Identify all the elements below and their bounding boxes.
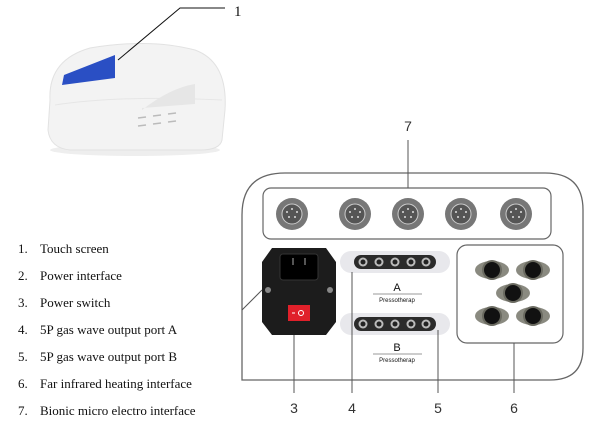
power-module xyxy=(262,248,336,335)
legend-text: Touch screen xyxy=(40,241,109,256)
legend-text: 5P gas wave output port B xyxy=(40,349,178,364)
legend-num: 2. xyxy=(18,268,28,283)
legend-text: 5P gas wave output port A xyxy=(40,322,178,337)
rear-panel xyxy=(241,172,584,381)
far-infrared-port[interactable] xyxy=(516,306,550,326)
legend-num: 5. xyxy=(18,349,28,364)
legend-item: 2. Power interface xyxy=(18,262,196,289)
legend-item: 7. Bionic micro electro interface xyxy=(18,397,196,424)
legend-num: 4. xyxy=(18,322,28,337)
far-infrared-port[interactable] xyxy=(475,260,509,280)
legend-text: Power interface xyxy=(40,268,122,283)
far-infrared-port[interactable] xyxy=(475,306,509,326)
legend-num: 7. xyxy=(18,403,28,418)
callout-3: 3 xyxy=(290,400,298,416)
port-b[interactable] xyxy=(340,313,450,335)
legend-num: 3. xyxy=(18,295,28,310)
callout-6: 6 xyxy=(510,400,518,416)
legend-item: 5. 5P gas wave output port B xyxy=(18,343,196,370)
power-interface xyxy=(279,253,319,281)
legend-text: Bionic micro electro interface xyxy=(40,403,196,418)
callout-5: 5 xyxy=(434,400,442,416)
legend-num: 1. xyxy=(18,241,28,256)
micro-electro-port[interactable] xyxy=(276,198,308,230)
port-a[interactable] xyxy=(340,251,450,273)
micro-electro-port[interactable] xyxy=(392,198,424,230)
device-illustration xyxy=(47,42,226,156)
callout-line-1 xyxy=(117,7,225,61)
far-infrared-port[interactable] xyxy=(496,283,530,303)
callout-1: 1 xyxy=(234,4,242,20)
port-b-label: B xyxy=(393,342,400,354)
port-a-label: A xyxy=(393,282,401,294)
legend-item: 4. 5P gas wave output port A xyxy=(18,316,196,343)
micro-electro-port[interactable] xyxy=(339,198,371,230)
callout-4: 4 xyxy=(348,400,356,416)
legend-item: 1. Touch screen xyxy=(18,235,196,262)
port-b-sublabel: Pressotherap xyxy=(379,358,415,364)
legend-text: Far infrared heating interface xyxy=(40,376,192,391)
callout-7: 7 xyxy=(404,118,412,134)
legend-num: 6. xyxy=(18,376,28,391)
far-infrared-group xyxy=(456,244,564,344)
touch-screen xyxy=(62,55,115,85)
port-a-sublabel: Pressotherap xyxy=(379,298,415,304)
micro-electro-group xyxy=(262,187,552,240)
legend-item: 3. Power switch xyxy=(18,289,196,316)
micro-electro-port[interactable] xyxy=(445,198,477,230)
micro-electro-port[interactable] xyxy=(500,198,532,230)
far-infrared-port[interactable] xyxy=(516,260,550,280)
legend-text: Power switch xyxy=(40,295,111,310)
legend-list: 1. Touch screen 2. Power interface 3. Power… xyxy=(18,235,196,424)
legend-item: 6. Far infrared heating interface xyxy=(18,370,196,397)
